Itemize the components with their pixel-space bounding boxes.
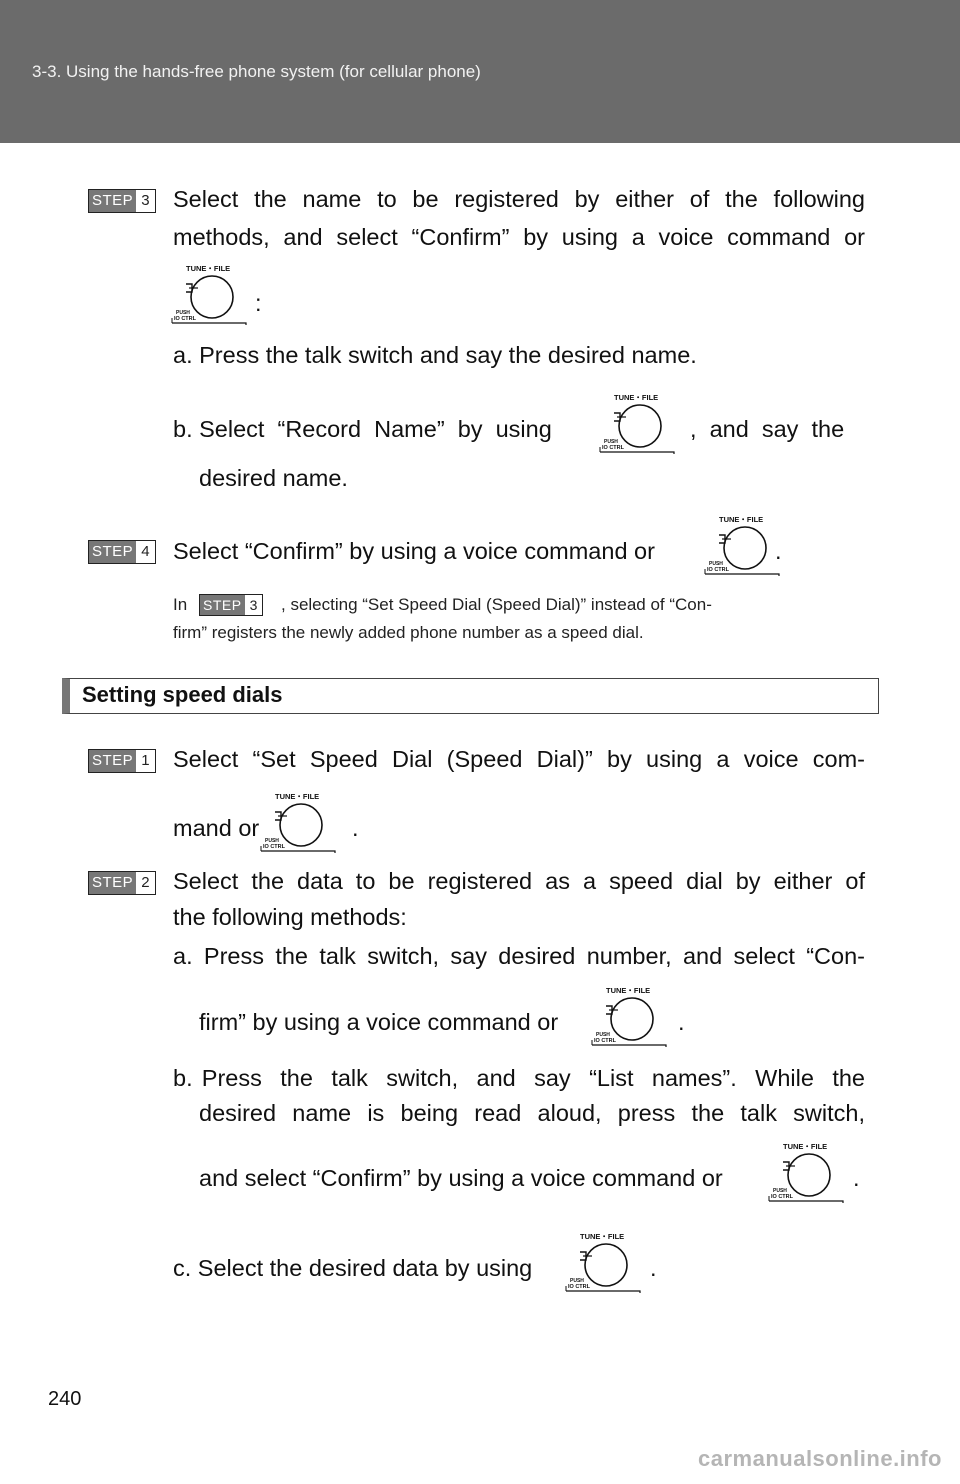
note-prefix: In — [173, 595, 188, 614]
note-line-1: , selecting “Set Speed Dial (Speed Dial)… — [281, 595, 712, 614]
option-c-line: c. Select the desired data by using — [173, 1255, 533, 1281]
tune-file-dial-icon — [767, 1140, 851, 1206]
step-number: 1 — [141, 752, 150, 769]
step-word: STEP — [89, 872, 137, 894]
option-b-line-3: and select “Confirm” by using a voice co… — [199, 1165, 723, 1191]
option-b-line-2: desired name is being read aloud, press … — [199, 1100, 865, 1126]
option-a-line-2: firm” by using a voice command or — [199, 1009, 559, 1035]
step-2-line-2: the following methods: — [173, 904, 407, 930]
step-word: STEP — [89, 541, 137, 563]
step-1-period: . — [352, 815, 359, 841]
option-b-line-1: b. Press the talk switch, and say “List … — [173, 1065, 865, 1091]
option-b-line-2: desired name. — [199, 465, 348, 491]
step-1-line-2: mand or — [173, 815, 260, 841]
option-a-record: a. Press the talk switch and say the des… — [173, 342, 697, 368]
option-b-period: . — [853, 1165, 860, 1191]
step-word: STEP — [89, 750, 137, 772]
watermark: carmanualsonline.info — [0, 1446, 960, 1472]
step-number: 3 — [249, 597, 258, 613]
step-4-text: Select “Confirm” by using a voice comman… — [173, 538, 655, 564]
tune-file-dial-icon — [598, 391, 682, 457]
step-3-colon: : — [255, 290, 262, 316]
option-a-line-1: a. Press the talk switch, say desired nu… — [173, 943, 865, 969]
step-number: 2 — [141, 874, 150, 891]
option-c-period: . — [650, 1255, 657, 1281]
step-3-line-1: Select the name to be registered by eith… — [173, 186, 865, 212]
step-3-line-2: methods, and select “Confirm” by using a… — [173, 224, 865, 250]
step-4-period: . — [775, 538, 782, 564]
section-heading: Setting speed dials — [62, 678, 879, 714]
step-number: 3 — [141, 192, 150, 209]
watermark-text: carmanualsonline.info — [698, 1446, 942, 1471]
note-line-2: firm” registers the newly added phone nu… — [173, 623, 644, 642]
section-title: Setting speed dials — [82, 682, 283, 707]
step-word: STEP — [89, 190, 137, 212]
step-1-line-1: Select “Set Speed Dial (Speed Dial)” by … — [173, 746, 865, 772]
tune-file-dial-icon — [259, 790, 343, 856]
page-header: 3-3. Using the hands-free phone system (… — [0, 0, 960, 143]
page-number: 240 — [48, 1388, 82, 1410]
option-a-period: . — [678, 1009, 685, 1035]
step-word: STEP — [200, 595, 245, 615]
tune-file-dial-icon — [170, 262, 254, 328]
step-number: 4 — [141, 543, 150, 560]
step-2-line-1: Select the data to be registered as a sp… — [173, 868, 865, 894]
option-b-line-1: b. Select “Record Name” by using — [173, 416, 552, 442]
tune-file-dial-icon — [590, 984, 674, 1050]
header-title: 3-3. Using the hands-free phone system (… — [32, 62, 481, 81]
option-b-line-1-end: , and say the — [690, 416, 845, 442]
tune-file-dial-icon — [564, 1230, 648, 1296]
